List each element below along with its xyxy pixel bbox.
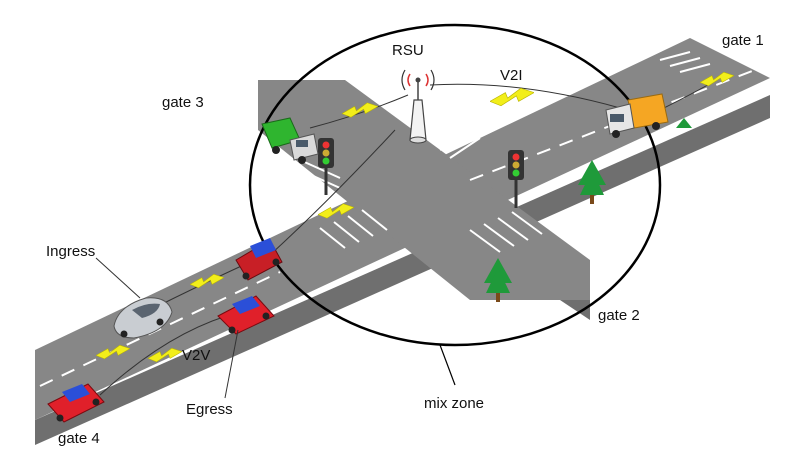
red-car-icon — [47, 383, 105, 423]
crosswalks — [299, 51, 711, 253]
red-car-icon — [217, 295, 275, 335]
mix-zone-pointer — [439, 344, 456, 386]
gate-1-label: gate 1 — [722, 32, 764, 49]
gate-3-label: gate 3 — [162, 94, 204, 111]
label-pointers — [95, 257, 239, 399]
silver-car-icon — [113, 297, 173, 339]
ingress-label: Ingress — [46, 243, 95, 260]
tree-icon — [484, 258, 512, 302]
tree-icon — [578, 160, 606, 204]
gate-4-label: gate 4 — [58, 430, 100, 447]
orange-truck-icon — [605, 93, 669, 138]
mix-zone-ring — [248, 23, 662, 347]
green-truck-icon — [261, 117, 319, 164]
cross-road — [258, 80, 590, 300]
gate-2-label: gate 2 — [598, 307, 640, 324]
tree-icon — [676, 118, 692, 128]
traffic-light-icon — [508, 150, 524, 208]
rsu-label: RSU — [392, 42, 424, 59]
traffic-light-icon — [318, 138, 334, 195]
v2v-label: V2V — [182, 347, 210, 364]
v2i-label: V2I — [500, 67, 523, 84]
mix-zone-label: mix zone — [424, 395, 484, 412]
blue-red-van-icon — [235, 238, 283, 281]
rsu-antenna-icon — [401, 69, 435, 144]
egress-label: Egress — [186, 401, 233, 418]
